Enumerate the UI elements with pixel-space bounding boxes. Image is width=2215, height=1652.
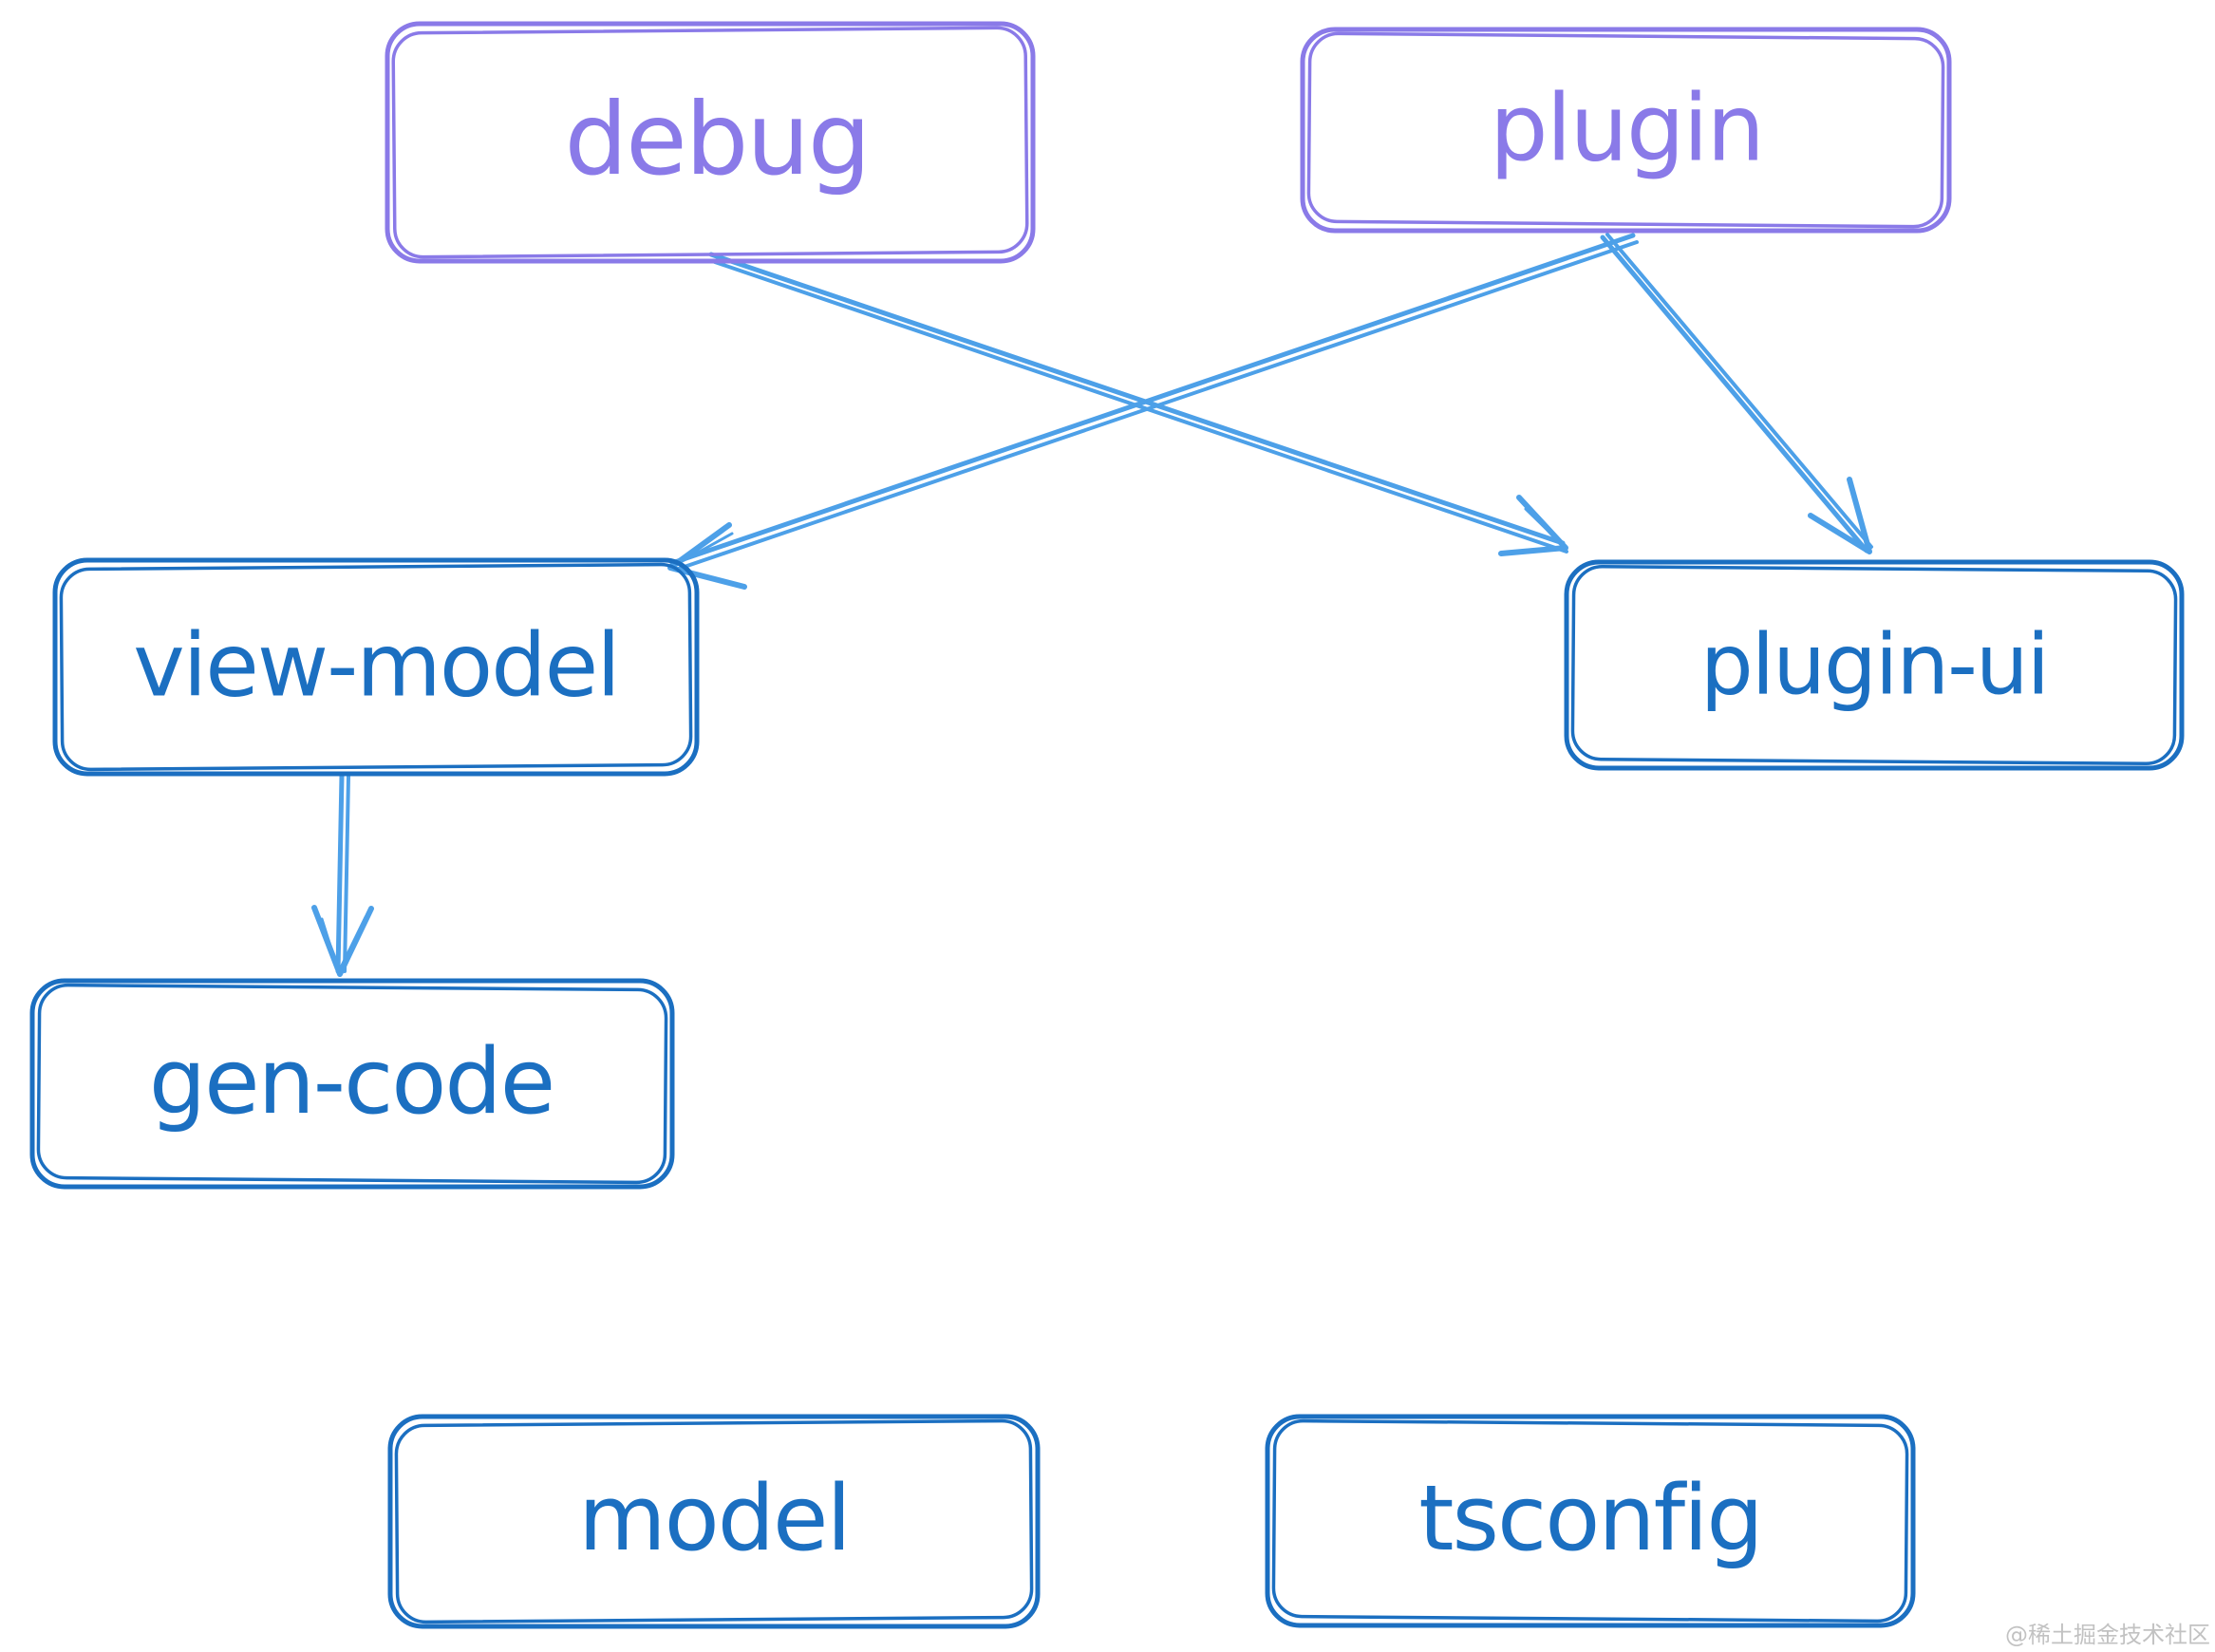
edge-plugin-to-view-model-arrowhead [667,522,747,590]
node-gen-code-label: gen-code [149,1030,554,1135]
watermark: @稀土掘金技术社区 [2005,1622,2210,1648]
edge-debug-to-plugin-ui[interactable] [708,252,1568,556]
node-plugin-ui-outline-sketch [1570,564,2178,766]
edge-view-model-to-gen-code-line2 [343,775,350,973]
edge-debug-to-plugin-ui-line [708,252,1566,546]
edge-view-model-to-gen-code-arrowhead-stroke2 [320,917,340,972]
node-gen-code[interactable]: gen-code [29,978,675,1190]
edge-view-model-to-gen-code-arrowhead-stroke [337,915,367,973]
node-view-model[interactable]: view-model [52,557,700,777]
edge-plugin-to-plugin-ui-line [1600,235,1869,554]
node-tsconfig[interactable]: tsconfig [1265,1414,1916,1628]
node-plugin-label: plugin [1490,75,1763,182]
edge-plugin-to-plugin-ui-line2 [1605,233,1873,549]
edge-plugin-to-plugin-ui[interactable] [1600,233,1873,554]
edge-view-model-to-gen-code-line [335,773,345,974]
edge-view-model-to-gen-code-arrowhead [311,905,374,977]
node-plugin-ui[interactable]: plugin-ui [1564,559,2185,771]
edge-debug-to-plugin-ui-line2 [713,260,1568,554]
edge-plugin-to-plugin-ui-arrowhead-stroke [1852,493,1870,551]
node-gen-code-outline [29,978,675,1190]
node-model-outline [387,1414,1041,1629]
node-view-model-outline [52,557,700,777]
node-tsconfig-outline-sketch [1271,1418,1909,1624]
node-plugin-outline-sketch [1306,31,1945,229]
node-debug[interactable]: debug [385,21,1036,264]
node-model-label: model [578,1467,850,1571]
node-plugin-ui-outline [1564,559,2185,771]
node-tsconfig-label: tsconfig [1418,1467,1761,1571]
node-view-model-label: view-model [133,615,619,717]
node-gen-code-outline-sketch [36,983,668,1185]
node-debug-outline-sketch [391,26,1029,259]
edge-view-model-to-gen-code[interactable] [311,773,374,977]
node-plugin-outline [1300,27,1952,234]
node-view-model-outline-sketch [59,562,693,772]
node-tsconfig-outline [1265,1414,1916,1628]
node-debug-outline [385,21,1036,264]
edge-plugin-to-view-model-line2 [674,240,1639,572]
edge-debug-to-plugin-ui-arrowhead-stroke [1524,507,1567,549]
node-model-outline-sketch [394,1418,1034,1624]
node-debug-label: debug [564,82,869,197]
node-plugin[interactable]: plugin [1300,27,1952,234]
edge-plugin-to-view-model[interactable] [667,233,1639,590]
edge-plugin-to-view-model-line [669,233,1636,566]
edge-plugin-to-view-model-arrowhead-stroke [670,532,734,569]
node-model[interactable]: model [387,1414,1041,1629]
node-plugin-ui-label: plugin-ui [1700,616,2048,714]
